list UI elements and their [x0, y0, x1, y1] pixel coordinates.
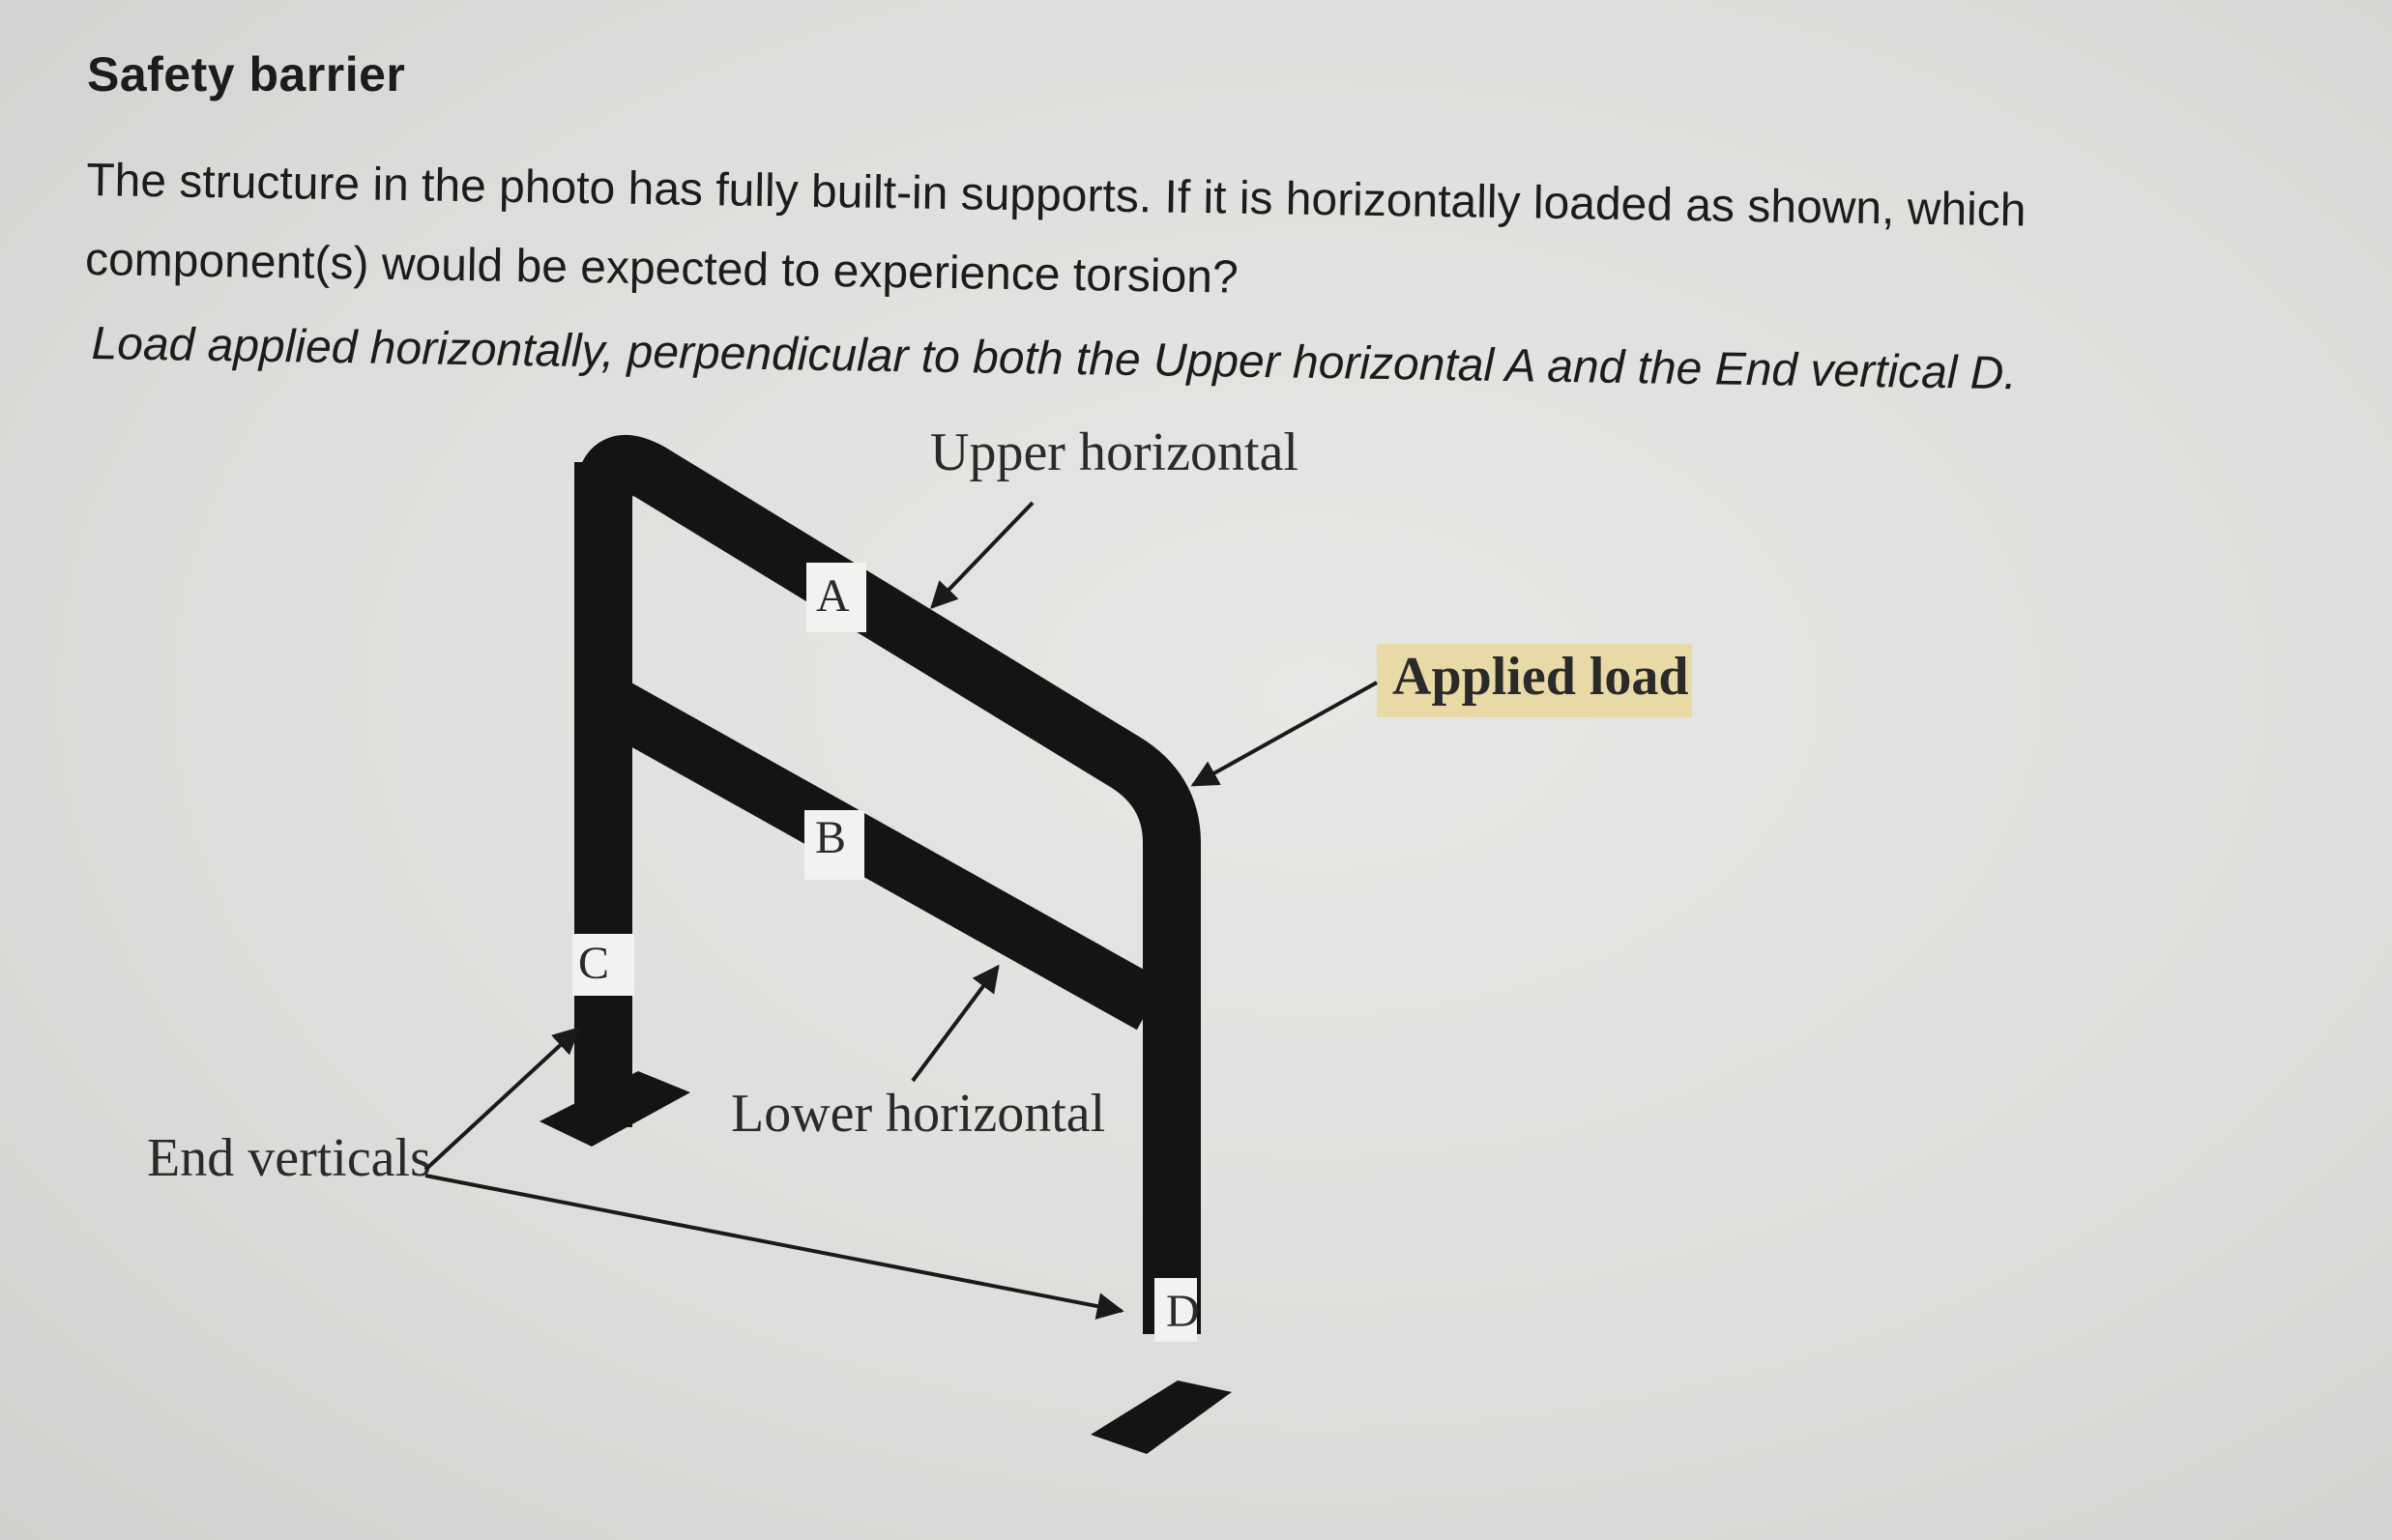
tag-c: C	[572, 934, 634, 996]
end-verticals-arrow-d	[424, 1174, 1124, 1320]
tag-a: A	[806, 563, 866, 632]
end-verticals-arrow-c	[423, 1027, 581, 1172]
upper-horizontal-label: Upper horizontal	[930, 422, 1298, 482]
applied-load-label: Applied load	[1377, 644, 1692, 717]
applied-load-arrow	[1190, 681, 1378, 787]
svg-text:B: B	[815, 812, 846, 863]
end-vertical-d-base	[1091, 1380, 1232, 1454]
svg-text:D: D	[1166, 1286, 1200, 1337]
end-verticals-label: End verticals	[147, 1128, 431, 1188]
tag-b: B	[804, 810, 864, 880]
svg-text:C: C	[578, 938, 609, 989]
upper-horizontal-bar	[574, 435, 1201, 1334]
lower-horizontal-bar	[604, 683, 1165, 1031]
svg-text:Applied load: Applied load	[1392, 647, 1689, 707]
lower-horizontal-arrow	[911, 964, 1000, 1083]
tag-d: D	[1154, 1278, 1200, 1342]
svg-text:A: A	[816, 570, 850, 622]
end-vertical-c	[540, 462, 690, 1147]
upper-horizontal-arrow	[930, 501, 1035, 610]
lower-horizontal-label: Lower horizontal	[731, 1084, 1105, 1144]
page-title: Safety barrier	[87, 47, 406, 102]
